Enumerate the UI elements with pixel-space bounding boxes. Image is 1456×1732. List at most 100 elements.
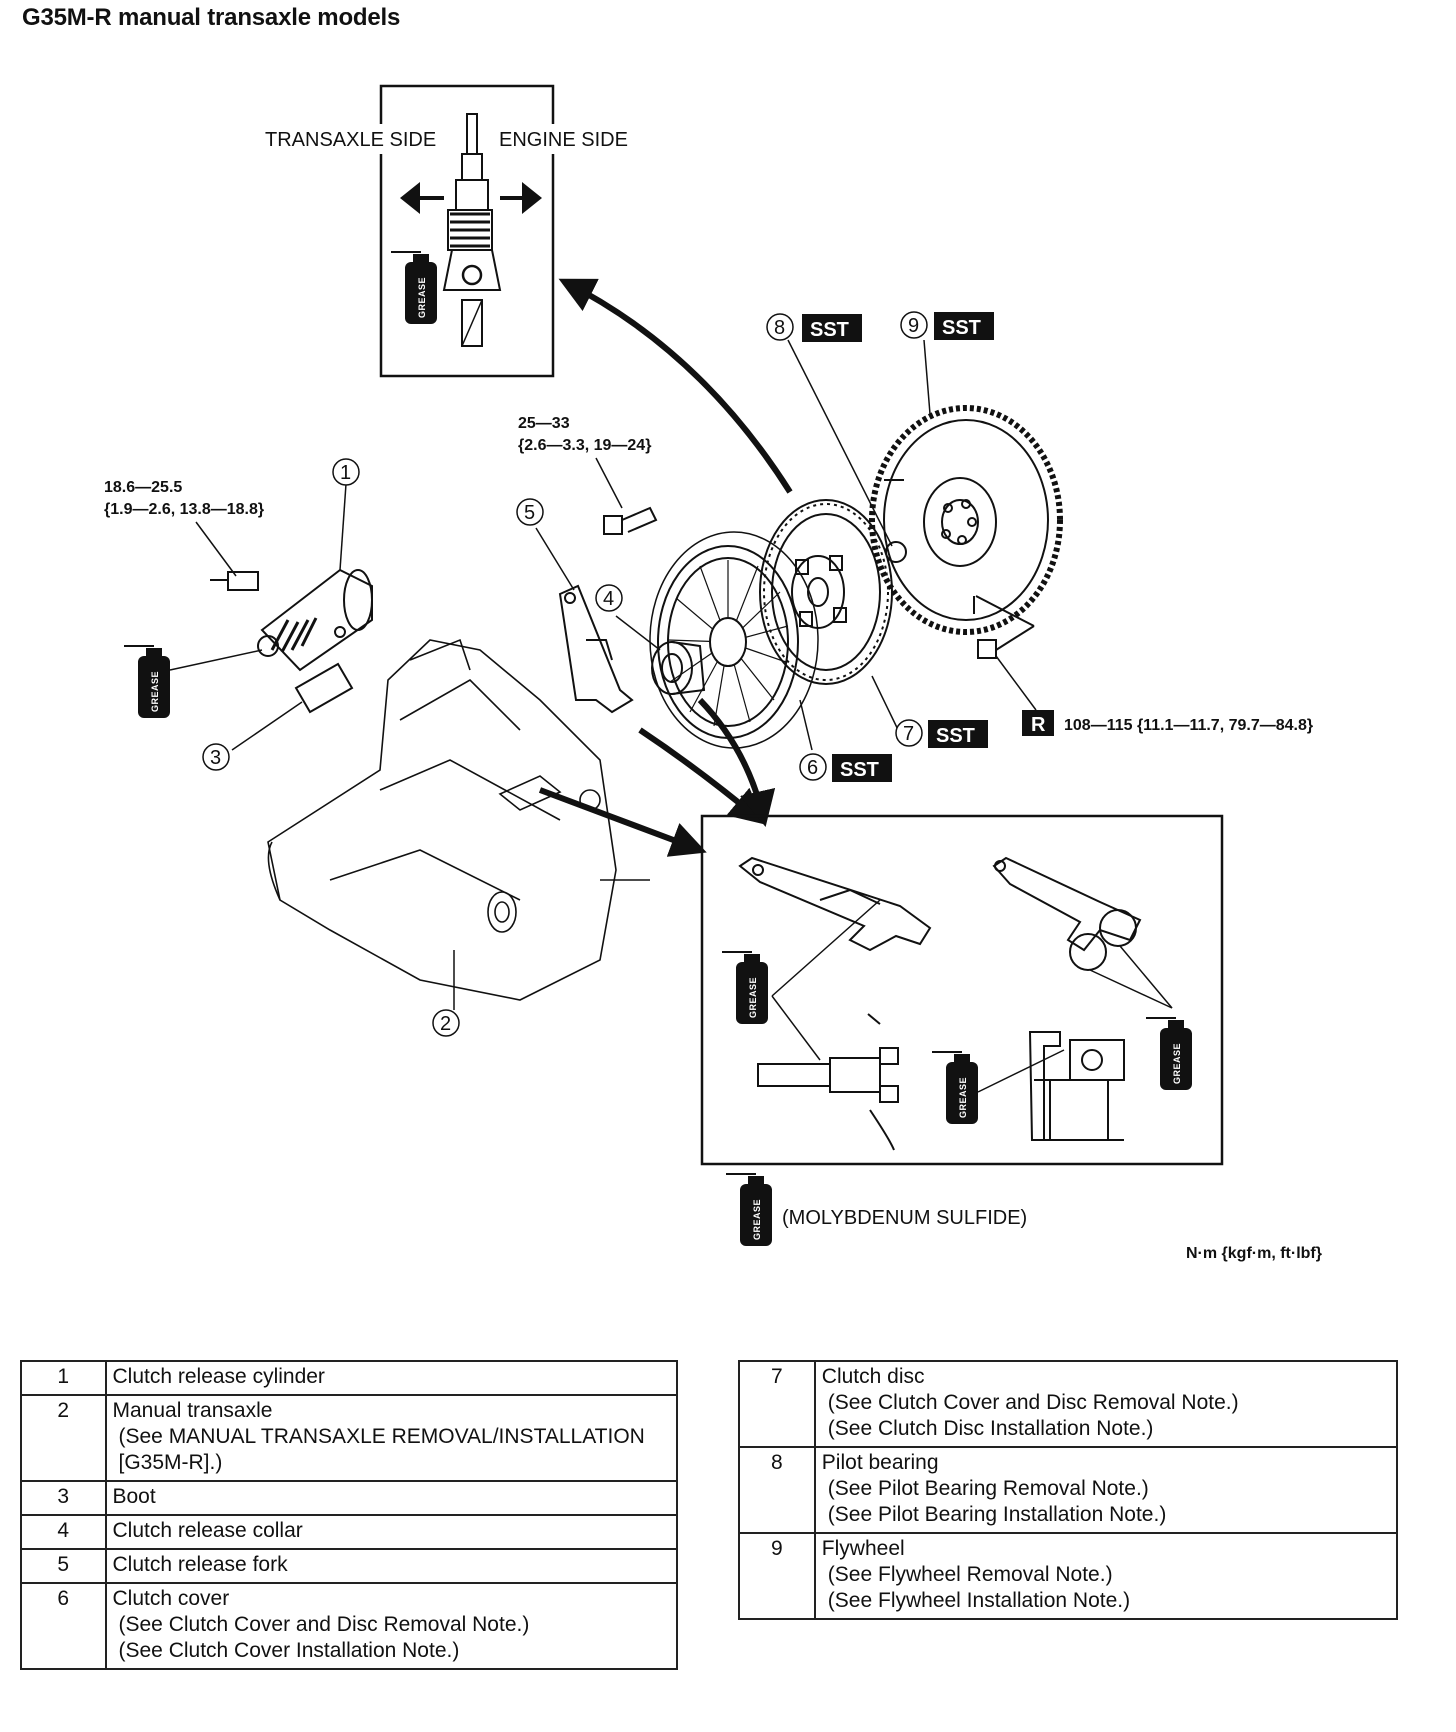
part-description: Clutch release cylinder [104,1360,678,1396]
transaxle-side-label: TRANSAXLE SIDE [265,129,436,151]
torque-release-cylinder-line2: {1.9—2.6, 13.8—18.8} [104,501,264,518]
part-flywheel [869,405,1063,635]
part-number: 4 [20,1514,107,1550]
callout-8: 8 [766,313,794,341]
grease-icon: GREASE [1145,1017,1193,1091]
svg-text:4: 4 [603,588,614,610]
part-note: (See Pilot Bearing Installation Note.) [827,1503,1167,1526]
callout-4: 4 [595,584,623,612]
sst-badge-7: SST [928,720,988,748]
part-number: 2 [20,1394,107,1482]
part-name: Manual transaxle [112,1399,273,1422]
sst-badge-8: SST [802,314,862,342]
svg-text:7: 7 [903,723,914,745]
grease-legend-icon: GREASE [725,1173,773,1247]
part-note: (See Clutch Cover and Disc Removal Note.… [118,1613,530,1636]
torque-units: N·m {kgf·m, ft·lbf} [1186,1245,1322,1262]
svg-text:6: 6 [807,757,818,779]
grease-icon: GREASE [390,251,438,325]
callout-2: 2 [432,1009,460,1037]
torque-flywheel: 108—115 {11.1—11.7, 79.7—84.8} [1064,717,1313,734]
torque-release-cylinder-line1: 18.6—25.5 [104,479,182,496]
inset-grease-points: GREASE GREASE GREASE [700,814,1224,1166]
inset-release-collar-direction: TRANSAXLE SIDE ENGINE SIDE GREASE [262,84,642,378]
part-description: Pilot bearing (See Pilot Bearing Removal … [813,1446,1399,1534]
svg-text:5: 5 [524,502,535,524]
callout-1: 1 [332,458,360,486]
grease-icon: GREASE [123,645,171,719]
part-number: 6 [20,1582,107,1670]
molybdenum-legend: (MOLYBDENUM SULFIDE) [782,1207,1027,1229]
svg-text:2: 2 [440,1013,451,1035]
part-number: 3 [20,1480,107,1516]
part-clutch-cover [649,531,819,749]
arrow-right-icon [500,182,542,214]
part-name: Pilot bearing [821,1451,939,1474]
part-name: Clutch release cylinder [112,1365,325,1388]
torque-clutch-cover-line2: {2.6—3.3, 19—24} [518,437,651,454]
svg-text:SST: SST [810,319,849,341]
part-note: (See Pilot Bearing Removal Note.) [827,1477,1149,1500]
part-clutch-release-cylinder [210,568,373,672]
svg-text:GREASE: GREASE [150,671,160,712]
grease-icon: GREASE [931,1051,979,1125]
part-number: 5 [20,1548,107,1584]
svg-text:GREASE: GREASE [748,977,758,1018]
part-name: Clutch release collar [112,1519,303,1542]
part-description: Clutch release fork [104,1548,678,1584]
exploded-view-diagram: TRANSAXLE SIDE ENGINE SIDE GREASE 18. [104,84,1322,1262]
part-manual-transaxle [267,638,650,1001]
part-note: (See Clutch Cover and Disc Removal Note.… [827,1391,1239,1414]
part-note: (See Flywheel Removal Note.) [827,1563,1113,1586]
arrow-left-icon [400,182,444,214]
svg-text:GREASE: GREASE [1172,1043,1182,1084]
part-name: Boot [112,1485,156,1508]
part-boot [294,662,354,714]
part-name: Clutch disc [821,1365,925,1388]
part-description: Boot [104,1480,678,1516]
part-number: 8 [738,1446,816,1534]
svg-text:3: 3 [210,747,221,769]
callout-6: 6 [799,753,827,781]
part-description: Flywheel(See Flywheel Removal Note.)(See… [813,1532,1399,1620]
engine-side-label: ENGINE SIDE [499,129,628,151]
svg-text:GREASE: GREASE [417,277,427,318]
torque-clutch-cover-line1: 25—33 [518,415,570,432]
part-description: Clutch cover (See Clutch Cover and Disc R… [104,1582,678,1670]
sst-badge-6: SST [832,754,892,782]
svg-text:GREASE: GREASE [752,1199,762,1240]
part-description: Manual transaxle(See MANUAL TRANSAXLE RE… [104,1394,678,1482]
part-clutch-release-collar [651,641,706,695]
page-title: G35M-R manual transaxle models [22,4,401,31]
reuse-mark-r [1022,710,1054,736]
svg-text:GREASE: GREASE [958,1077,968,1118]
svg-text:SST: SST [936,725,975,747]
svg-text:1: 1 [340,462,351,484]
part-name: Clutch cover [112,1587,230,1610]
part-clutch-release-fork [558,584,634,714]
svg-text:SST: SST [942,317,981,339]
part-name: Clutch release fork [112,1553,288,1576]
grease-icon: GREASE [721,951,769,1025]
svg-text:8: 8 [774,317,785,339]
part-note: (See Clutch Cover Installation Note.) [118,1639,460,1662]
part-number: 1 [20,1360,107,1396]
callout-7: 7 [895,719,923,747]
part-note: (See Flywheel Installation Note.) [827,1589,1131,1612]
sst-badge-9: SST [934,312,994,340]
curved-arrow-to-inset [558,278,793,494]
callout-5: 5 [516,498,544,526]
svg-text:R: R [1031,714,1046,736]
part-description: Clutch release collar [104,1514,678,1550]
